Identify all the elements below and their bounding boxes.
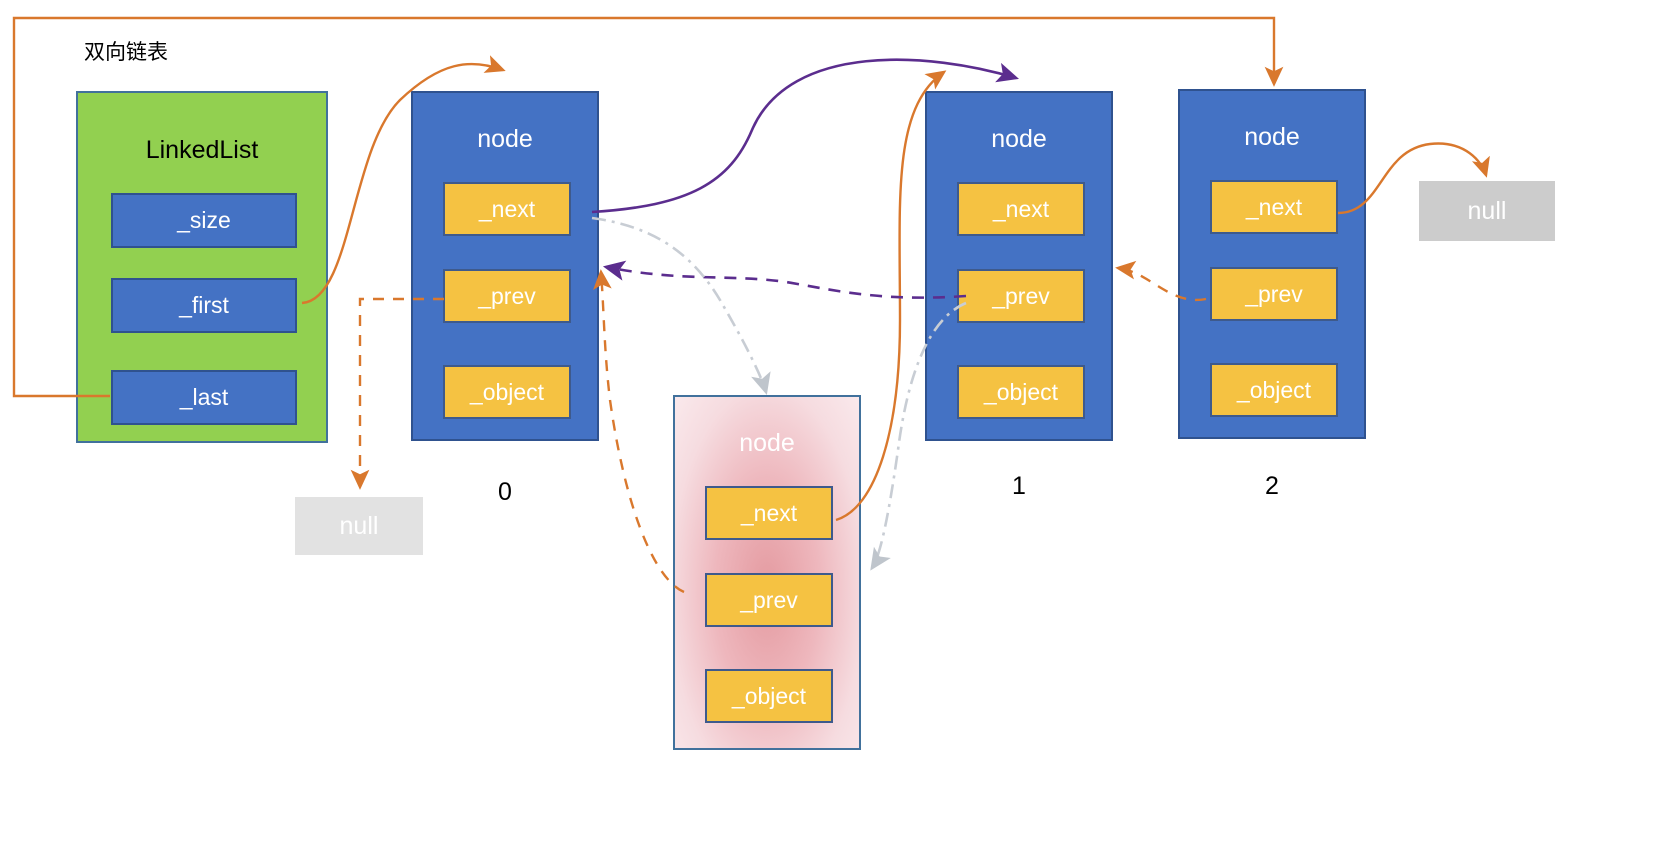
linkedlist-field-size: _size: [111, 193, 297, 248]
node-1-title: node: [991, 125, 1047, 153]
linkedlist-title: LinkedList: [145, 136, 259, 164]
node-1-index-label: 1: [1012, 472, 1026, 500]
node-2-field-next: _next: [1210, 180, 1338, 234]
arrow-node1prev-to-node0prev: [602, 260, 967, 299]
node-1-field-next: _next: [957, 182, 1085, 236]
linkedlist-field-last: _last: [111, 370, 297, 425]
node-0-field-object: _object: [443, 365, 571, 419]
linkedlist-container: LinkedList _size _first _last: [76, 91, 328, 443]
null-box-right: null: [1419, 181, 1555, 241]
node-2-field-object: _object: [1210, 363, 1338, 417]
arrow-pending-prev-to-node0: [593, 269, 685, 594]
node-0-field-prev: _prev: [443, 269, 571, 323]
pending-node-field-object: _object: [705, 669, 833, 723]
node-2-index-label: 2: [1265, 472, 1279, 500]
page-title: 双向链表: [84, 41, 168, 64]
node-2-title: node: [1244, 123, 1300, 151]
node-box-1: node _next _prev _object: [925, 91, 1113, 441]
null-box-left: null: [295, 497, 423, 555]
arrow-old-node0next-to-pending: [591, 216, 771, 395]
node-1-field-object: _object: [957, 365, 1085, 419]
node-0-title: node: [477, 125, 533, 153]
node-box-2: node _next _prev _object: [1178, 89, 1366, 439]
pending-node-title: node: [739, 429, 795, 457]
node-0-index-label: 0: [498, 478, 512, 506]
node-0-field-next: _next: [443, 182, 571, 236]
linkedlist-field-first: _first: [111, 278, 297, 333]
pending-node-field-prev: _prev: [705, 573, 833, 627]
node-1-field-prev: _prev: [957, 269, 1085, 323]
node-box-pending: node _next _prev _object: [673, 395, 861, 750]
pending-node-field-next: _next: [705, 486, 833, 540]
node-2-field-prev: _prev: [1210, 267, 1338, 321]
node-box-0: node _next _prev _object: [411, 91, 599, 441]
